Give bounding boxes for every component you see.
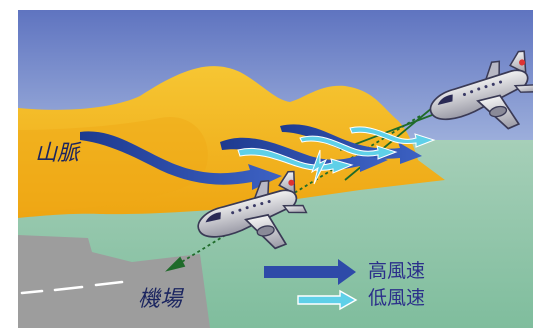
- legend-high-wind-label: 高風速: [368, 260, 426, 282]
- legend-low-wind-arrow: [297, 289, 358, 311]
- runway-markings: [20, 280, 124, 295]
- legend-high-wind-arrow: [264, 259, 356, 285]
- low-wind-arrows: [237, 126, 436, 185]
- mountain-range-label: 山脈: [35, 141, 80, 166]
- airport-label: 機場: [138, 287, 183, 312]
- legend-low-wind-label: 低風速: [368, 287, 426, 309]
- flight-path: [165, 107, 441, 272]
- airport-land: [18, 235, 210, 328]
